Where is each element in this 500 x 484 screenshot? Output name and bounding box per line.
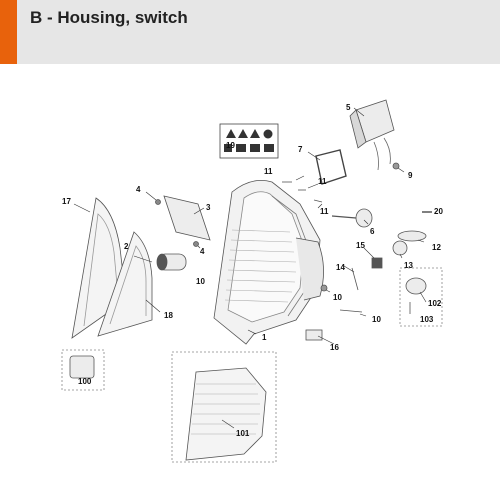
callout-102: 102 [428, 299, 442, 308]
part-18-cover [97, 231, 153, 337]
callout-10: 10 [196, 277, 205, 286]
part-6-knob [355, 208, 373, 228]
callout-18: 18 [164, 311, 173, 320]
part-7-gasket [315, 149, 347, 185]
callout-2: 2 [124, 242, 129, 251]
callout-15: 15 [356, 241, 365, 250]
callout-11: 11 [264, 167, 273, 176]
callout-4: 4 [136, 185, 141, 194]
part-10-screw-a [320, 284, 328, 292]
callout-11: 11 [318, 177, 327, 186]
callout-16: 16 [330, 343, 339, 352]
callout-10: 10 [333, 293, 342, 302]
page-title: B - Housing, switch [30, 8, 188, 27]
part-3-plate [163, 195, 211, 241]
part-13-ring [392, 240, 408, 256]
callout-103: 103 [420, 315, 434, 324]
callout-1: 1 [262, 333, 267, 342]
detail-box-100 [61, 349, 105, 391]
callout-4: 4 [200, 247, 205, 256]
callout-7: 7 [298, 145, 303, 154]
callout-101: 101 [236, 429, 250, 438]
detail-box-102 [399, 267, 443, 327]
page-header: B - Housing, switch [0, 0, 500, 64]
callout-10: 10 [372, 315, 381, 324]
callout-9: 9 [408, 171, 413, 180]
part-12-switch [397, 230, 427, 242]
callout-3: 3 [206, 203, 211, 212]
callout-13: 13 [404, 261, 413, 270]
callout-100: 100 [78, 377, 92, 386]
header-accent-bar [0, 0, 17, 64]
part-9-screw [392, 162, 400, 170]
part-16-clip [305, 329, 323, 341]
callout-20: 20 [434, 207, 443, 216]
callout-11: 11 [320, 207, 329, 216]
part-4-washer-a [155, 199, 161, 205]
callout-19: 19 [226, 141, 235, 150]
callout-17: 17 [62, 197, 71, 206]
part-4-washer-b [193, 241, 199, 247]
callout-5: 5 [346, 103, 351, 112]
callout-6: 6 [370, 227, 375, 236]
detail-box-101 [171, 351, 277, 463]
callout-14: 14 [336, 263, 345, 272]
callout-12: 12 [432, 243, 441, 252]
part-15-connector [371, 257, 383, 269]
